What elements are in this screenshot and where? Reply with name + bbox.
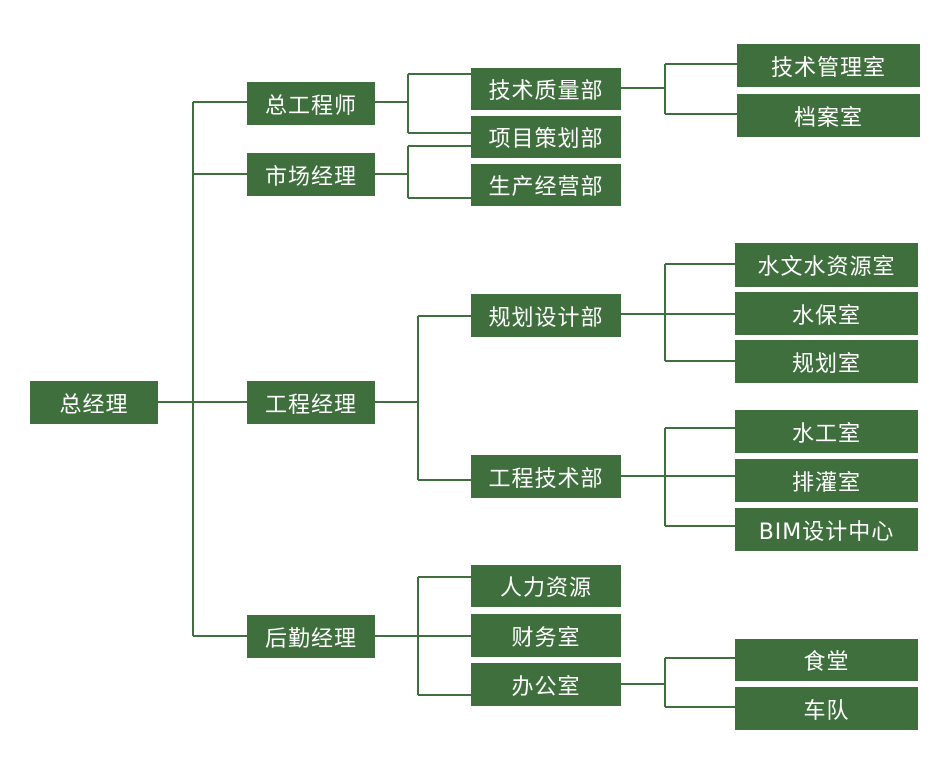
node-administration-office: 办公室 [471,663,621,706]
node-finance-office: 财务室 [471,614,621,657]
node-archive-room: 档案室 [737,94,920,137]
node-hydrology-room: 水文水资源室 [735,243,918,287]
node-market-manager: 市场经理 [247,153,375,196]
node-irrigation-room: 排灌室 [735,459,918,502]
node-tech-management-room: 技术管理室 [737,44,920,87]
node-tech-quality-dept: 技术质量部 [471,68,621,110]
node-engineering-manager: 工程经理 [247,381,375,424]
node-canteen: 食堂 [735,639,918,681]
node-chief-engineer: 总工程师 [247,82,375,125]
node-hydraulic-room: 水工室 [735,410,918,453]
node-soil-conservation-room: 水保室 [735,292,918,335]
node-production-operation-dept: 生产经营部 [471,164,621,206]
node-bim-design-center: BIM设计中心 [735,508,918,551]
node-motorcade: 车队 [735,687,918,730]
node-logistics-manager: 后勤经理 [247,615,375,658]
node-project-planning-dept: 项目策划部 [471,116,621,158]
node-planning-design-dept: 规划设计部 [471,294,621,337]
node-planning-room: 规划室 [735,340,918,383]
node-human-resources: 人力资源 [471,565,621,607]
node-general-manager: 总经理 [30,381,158,424]
node-engineering-tech-dept: 工程技术部 [471,455,621,498]
